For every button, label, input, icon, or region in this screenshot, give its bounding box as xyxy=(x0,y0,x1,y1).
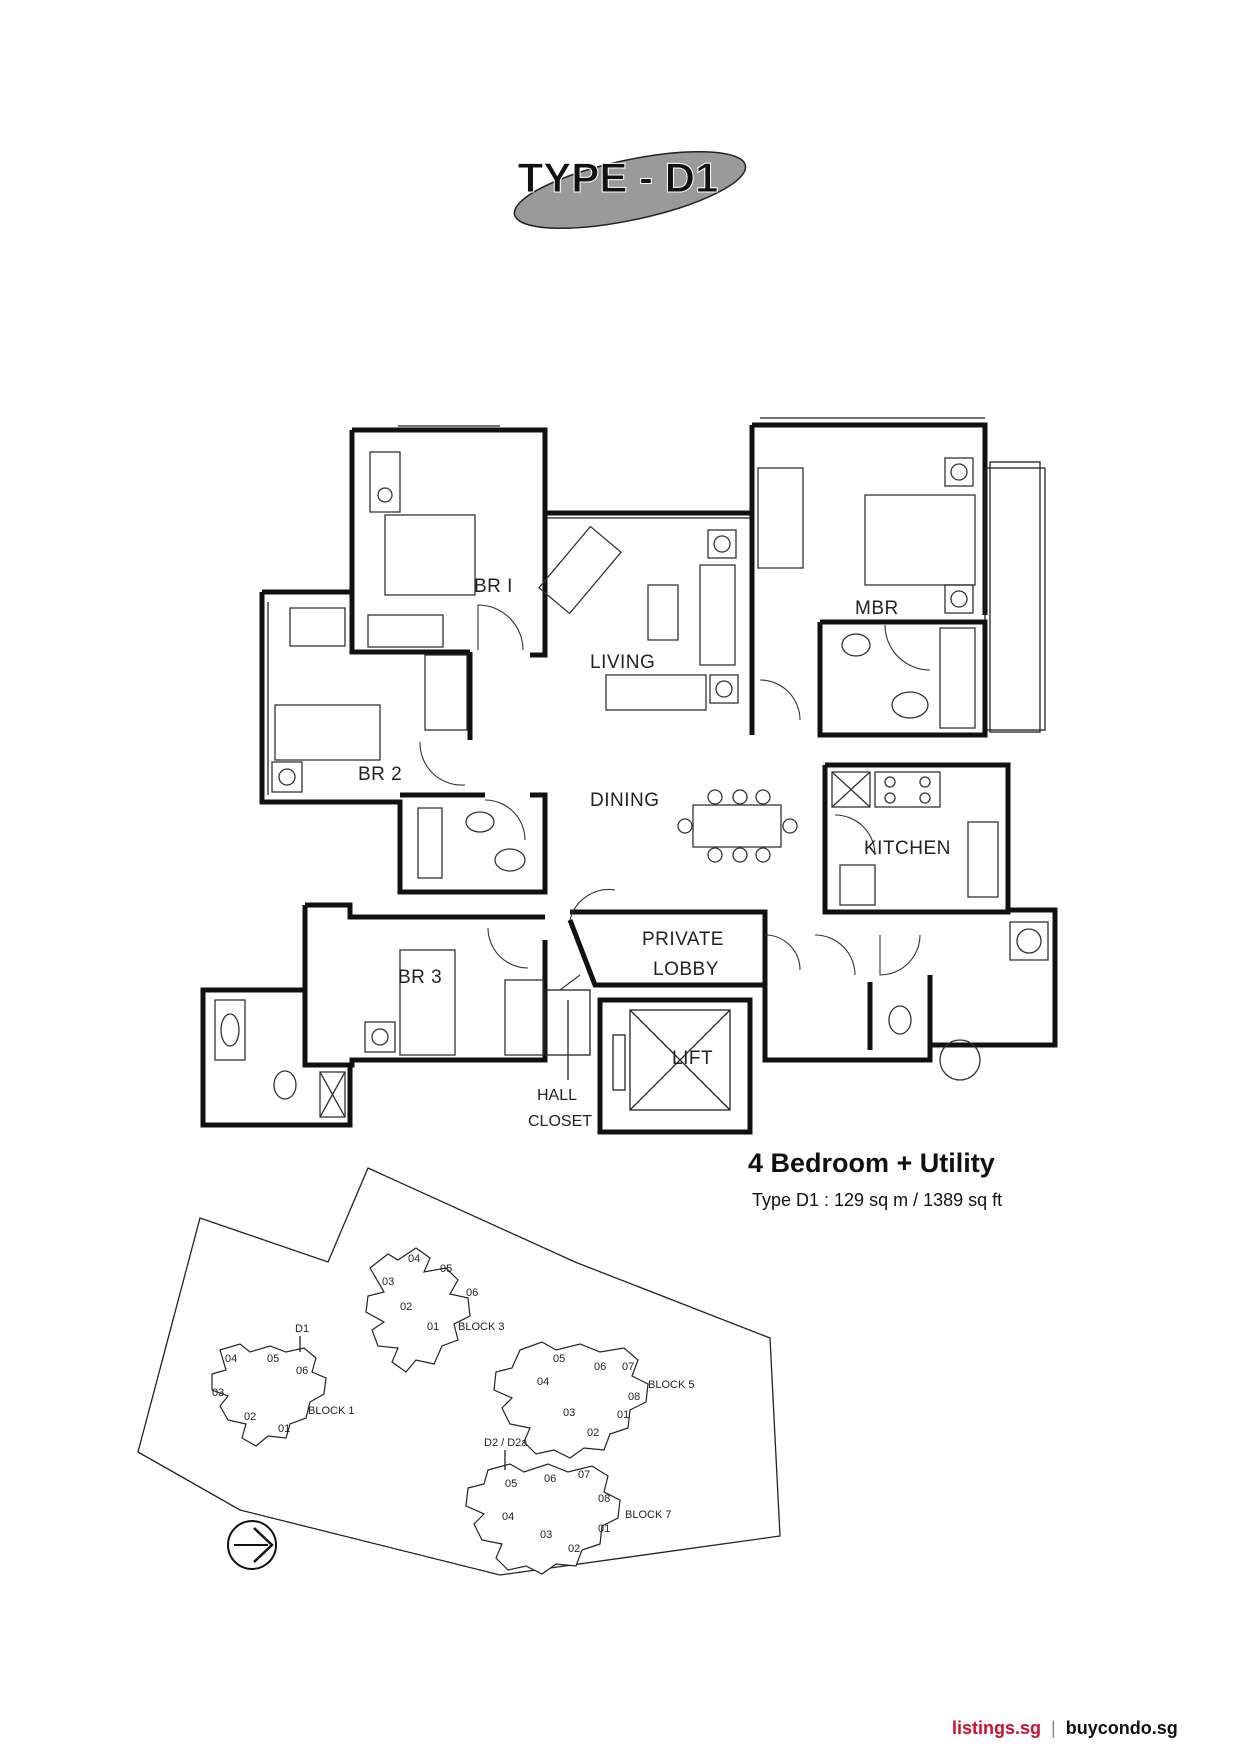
b7-unit-4: 08 xyxy=(598,1493,610,1505)
block-1: 04 05 06 03 02 01 BLOCK 1 D1 xyxy=(211,1323,354,1447)
b5-unit-4: 04 xyxy=(537,1376,549,1388)
label-br2: BR 2 xyxy=(358,764,402,785)
room-mbr-bath xyxy=(817,619,988,738)
b1-unit-3: 06 xyxy=(296,1365,308,1377)
b1-unit-1: 04 xyxy=(225,1353,237,1365)
room-living-dining xyxy=(538,510,798,863)
label-dining: DINING xyxy=(590,790,660,811)
label-mbr: MBR xyxy=(855,598,899,619)
label-br1: BR I xyxy=(474,576,513,597)
label-block7: BLOCK 7 xyxy=(625,1509,671,1521)
floor-plan xyxy=(200,417,1058,1135)
b3-unit-5: 02 xyxy=(400,1301,412,1313)
footer-brand: listings.sg | buycondo.sg xyxy=(952,1718,1178,1739)
title-ellipse xyxy=(513,151,747,229)
b3-unit-2: 05 xyxy=(440,1263,452,1275)
label-closet: CLOSET xyxy=(528,1113,592,1130)
b7-unit-8: 02 xyxy=(568,1543,580,1555)
block-3: 04 05 03 06 02 01 BLOCK 3 xyxy=(365,1247,504,1373)
marker-d2: D2 / D2a xyxy=(484,1437,528,1449)
room-utility xyxy=(762,907,1058,1081)
room-br1 xyxy=(349,425,548,658)
b1-unit-4: 03 xyxy=(212,1387,224,1399)
room-mbr xyxy=(749,417,1046,735)
b7-unit-7: 01 xyxy=(598,1523,610,1535)
b1-unit-2: 05 xyxy=(267,1353,279,1365)
label-block5: BLOCK 5 xyxy=(648,1379,694,1391)
b7-unit-2: 06 xyxy=(544,1473,556,1485)
label-lift: LIFT xyxy=(672,1048,713,1069)
b5-unit-5: 08 xyxy=(628,1391,640,1403)
hall-closet xyxy=(544,974,591,1080)
b3-unit-6: 01 xyxy=(427,1321,439,1333)
b1-unit-5: 02 xyxy=(244,1411,256,1423)
b5-unit-3: 07 xyxy=(622,1361,634,1373)
label-hall: HALL xyxy=(537,1087,577,1104)
site-boundary xyxy=(137,1167,781,1576)
room-private-lobby xyxy=(567,888,801,988)
b7-unit-5: 04 xyxy=(502,1511,514,1523)
label-kitchen: KITCHEN xyxy=(864,838,951,859)
room-br3-bath xyxy=(200,987,353,1128)
label-lobby: LOBBY xyxy=(653,959,719,980)
b5-unit-8: 02 xyxy=(587,1427,599,1439)
room-br2 xyxy=(259,589,473,850)
b5-unit-6: 03 xyxy=(563,1407,575,1419)
unit-size: Type D1 : 129 sq m / 1389 sq ft xyxy=(752,1190,1003,1210)
block-7: 05 06 07 08 04 03 01 02 BLOCK 7 D2 / D2a xyxy=(465,1437,671,1575)
b3-unit-3: 03 xyxy=(382,1276,394,1288)
label-living: LIVING xyxy=(590,652,655,673)
b5-unit-1: 05 xyxy=(553,1353,565,1365)
b5-unit-2: 06 xyxy=(594,1361,606,1373)
footer-buycondo-link[interactable]: buycondo.sg xyxy=(1065,1718,1178,1738)
north-arrow-icon xyxy=(227,1520,277,1570)
b5-unit-7: 01 xyxy=(617,1409,629,1421)
title-text: TYPE - D1 xyxy=(518,154,719,201)
label-private: PRIVATE xyxy=(642,929,724,950)
marker-d1: D1 xyxy=(295,1323,309,1335)
room-common-bath xyxy=(397,792,548,895)
footer-separator: | xyxy=(1051,1718,1056,1738)
unit-headline: 4 Bedroom + Utility xyxy=(748,1148,995,1178)
type-title-logo: TYPE - D1 xyxy=(513,151,747,229)
b7-unit-1: 05 xyxy=(505,1478,517,1490)
block-5: 05 06 07 04 08 03 01 02 BLOCK 5 xyxy=(493,1341,694,1459)
label-block1: BLOCK 1 xyxy=(308,1405,354,1417)
b7-unit-6: 03 xyxy=(540,1529,552,1541)
footer-listings-link[interactable]: listings.sg xyxy=(952,1718,1042,1738)
label-block3: BLOCK 3 xyxy=(458,1321,504,1333)
label-br3: BR 3 xyxy=(398,967,442,988)
site-plan: 04 05 03 06 02 01 BLOCK 3 04 05 06 03 02… xyxy=(137,1167,781,1576)
b7-unit-3: 07 xyxy=(578,1469,590,1481)
b1-unit-6: 01 xyxy=(278,1423,290,1435)
b3-unit-4: 06 xyxy=(466,1287,478,1299)
room-lift xyxy=(597,997,753,1135)
b3-unit-1: 04 xyxy=(408,1253,420,1265)
